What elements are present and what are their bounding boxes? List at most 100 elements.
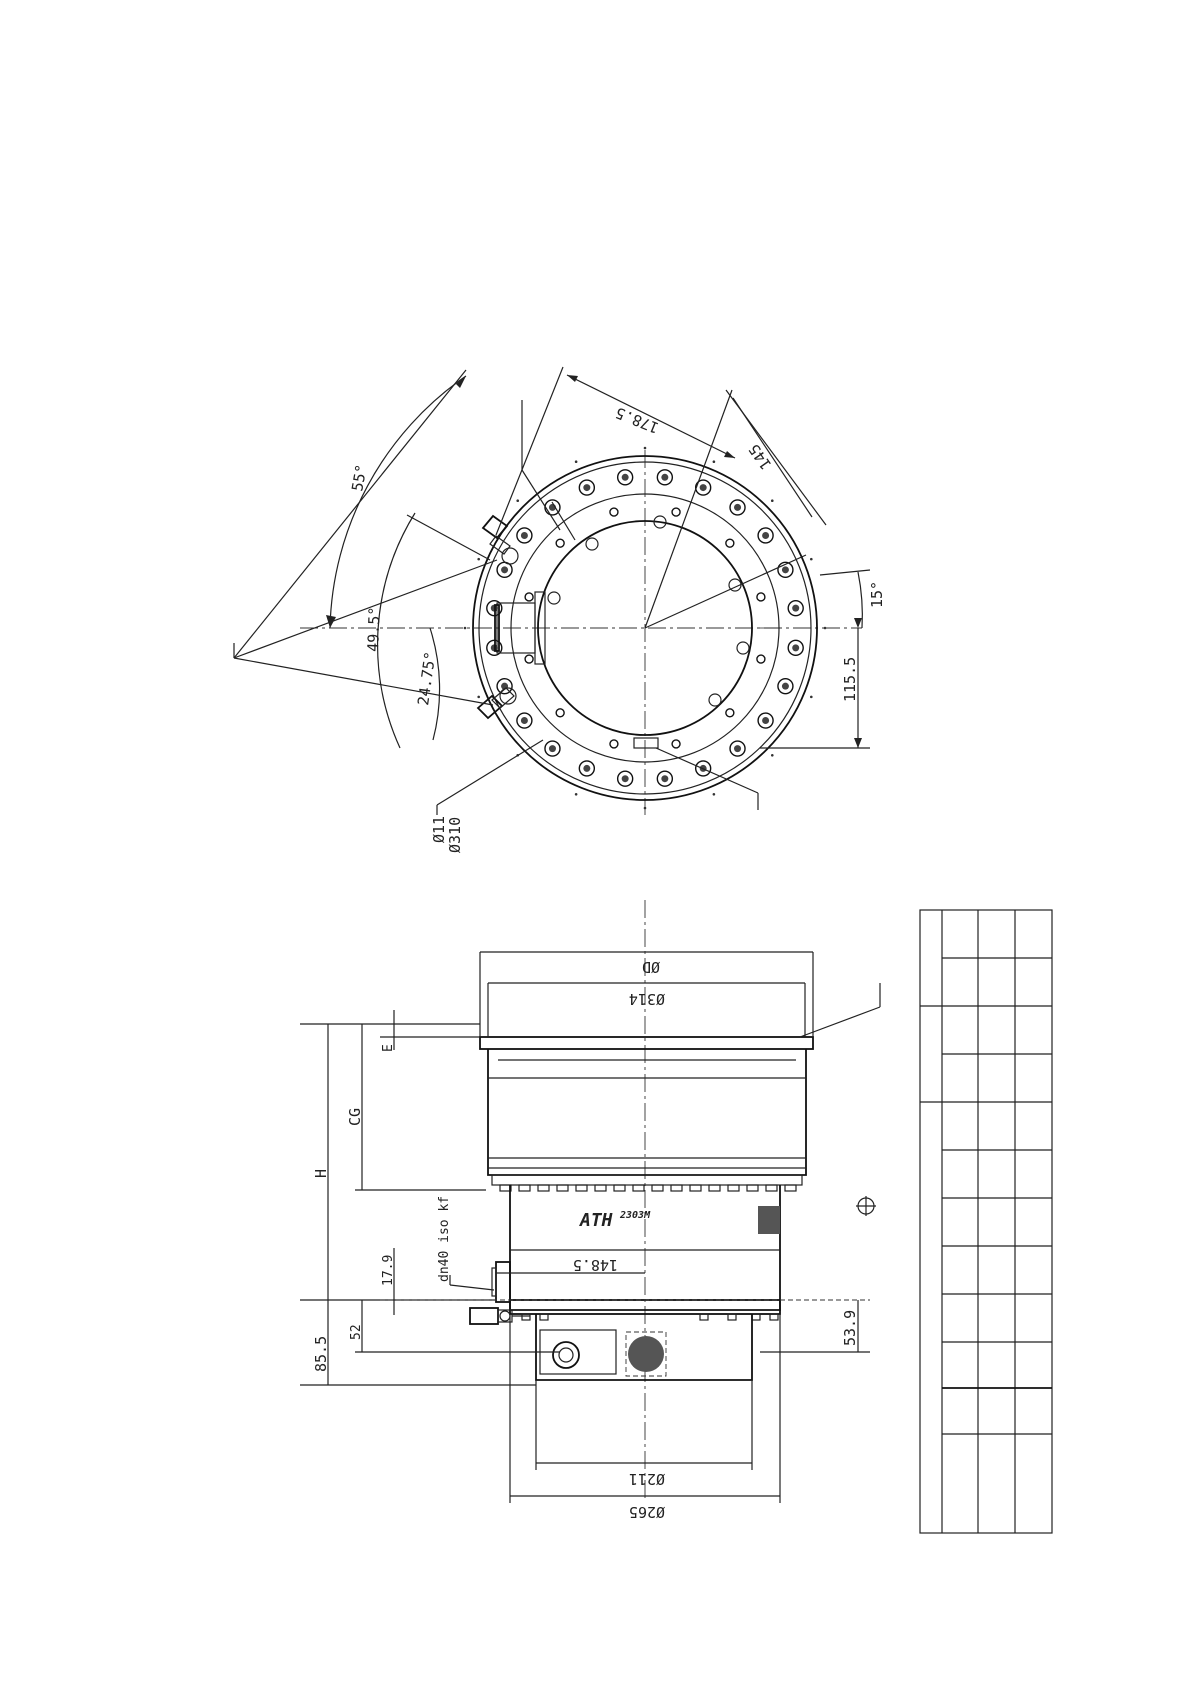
- flange-mark: [771, 499, 774, 502]
- bolt-head: [614, 1185, 625, 1191]
- flange-mark: [516, 499, 519, 502]
- inner-hole: [737, 642, 749, 654]
- cooling-fan: [628, 1336, 664, 1372]
- connector-inner: [559, 1348, 573, 1362]
- angle-55-label: 55°: [348, 463, 370, 493]
- bolt-heads: [500, 1185, 796, 1191]
- arrowhead: [724, 451, 735, 458]
- title-block: [920, 910, 1052, 1533]
- extension-line: [645, 555, 806, 628]
- bolt-head: [595, 1185, 606, 1191]
- flange-leader: [800, 1007, 880, 1037]
- dim-17-9-label: 17.9: [381, 1255, 396, 1286]
- side-view: ATH 2303M: [300, 900, 880, 1521]
- flange-mark: [771, 754, 774, 757]
- kf-port: [496, 1262, 510, 1302]
- bolt-head: [519, 1185, 530, 1191]
- bolt-socket: [661, 474, 668, 481]
- bolt-socket: [782, 566, 789, 573]
- flange-mark: [575, 460, 578, 463]
- upper-housing: [488, 1049, 806, 1175]
- bolt-head: [728, 1185, 739, 1191]
- bolt-socket: [549, 745, 556, 752]
- kf-port-leader: [450, 1285, 494, 1290]
- connector: [553, 1342, 579, 1368]
- housing-bolt: [726, 539, 734, 547]
- housing-bolt: [556, 539, 564, 547]
- inlet-flange: [480, 1037, 813, 1049]
- base-foot: [728, 1314, 736, 1320]
- flange-mark: [713, 460, 716, 463]
- flange-mark: [810, 558, 813, 561]
- inner-hole: [709, 694, 721, 706]
- title-block-frame: [920, 910, 1052, 1533]
- bolt-head: [690, 1185, 701, 1191]
- base-feet: [522, 1314, 778, 1320]
- model-number: 2303M: [619, 1210, 651, 1221]
- bolt-head: [633, 1185, 644, 1191]
- d314-label: Ø314: [629, 990, 665, 1008]
- housing-bolt: [757, 655, 765, 663]
- arc-49-5: [378, 513, 415, 748]
- bolt-socket: [792, 644, 799, 651]
- arrowhead: [854, 618, 862, 628]
- base-foot: [522, 1314, 530, 1320]
- model-brand: ATH: [579, 1210, 613, 1231]
- port-label: dn40 iso kf: [437, 1196, 452, 1282]
- bolt-socket: [521, 717, 528, 724]
- d265-label: Ø265: [629, 1503, 665, 1521]
- hole-leader: [437, 740, 543, 805]
- housing-bolt: [757, 593, 765, 601]
- base-foot: [752, 1314, 760, 1320]
- bolt-socket: [734, 504, 741, 511]
- dim-52-label: 52: [349, 1324, 364, 1340]
- h-label: H: [312, 1169, 330, 1178]
- housing-bolt: [672, 740, 680, 748]
- flange-mark: [575, 793, 578, 796]
- bolt-head: [576, 1185, 587, 1191]
- e-label: E: [381, 1044, 396, 1052]
- flange-mark: [810, 696, 813, 699]
- dim-53-9-label: 53.9: [841, 1310, 859, 1346]
- dim-85-5-label: 85.5: [312, 1336, 330, 1372]
- base-foot: [540, 1314, 548, 1320]
- bolt-socket: [622, 474, 629, 481]
- flange-mark: [464, 627, 467, 630]
- flange-mark: [713, 793, 716, 796]
- extension-line: [234, 658, 493, 705]
- arrowhead: [854, 738, 862, 748]
- dim-line-145: [733, 398, 812, 517]
- flange-mark: [644, 807, 647, 810]
- extension-line: [407, 515, 490, 560]
- bolt-head: [671, 1185, 682, 1191]
- top-view: 55° 49.5° 24.75° 15° 178.5 145 115.5 Ø11…: [234, 367, 886, 853]
- housing-bolt: [556, 709, 564, 717]
- bolt-socket: [792, 605, 799, 612]
- bolt-head: [747, 1185, 758, 1191]
- bolt-socket: [700, 484, 707, 491]
- angle-24-75-label: 24.75°: [414, 650, 439, 706]
- bolt-head: [538, 1185, 549, 1191]
- d211-label: Ø211: [629, 1470, 665, 1488]
- inner-hole: [548, 592, 560, 604]
- dim-148-5-label: 148.5: [573, 1256, 618, 1274]
- bolt-socket: [622, 775, 629, 782]
- housing-bolt: [610, 508, 618, 516]
- dim-178-5-label: 178.5: [613, 403, 662, 437]
- arrowhead: [567, 375, 578, 382]
- flange-mark: [477, 558, 480, 561]
- arrowhead: [326, 615, 336, 628]
- outer-diameter-label: ØD: [642, 958, 660, 976]
- angle-15-label: 15°: [868, 581, 886, 608]
- angle-49-5-label: 49.5°: [364, 606, 384, 652]
- base-foot: [770, 1314, 778, 1320]
- inner-hole: [586, 538, 598, 550]
- bolt-socket: [762, 532, 769, 539]
- flange-mark: [477, 696, 480, 699]
- housing-bolt: [672, 508, 680, 516]
- flange-mark: [824, 627, 827, 630]
- bolt-head: [557, 1185, 568, 1191]
- bolt-socket: [661, 775, 668, 782]
- housing-bolt: [525, 593, 533, 601]
